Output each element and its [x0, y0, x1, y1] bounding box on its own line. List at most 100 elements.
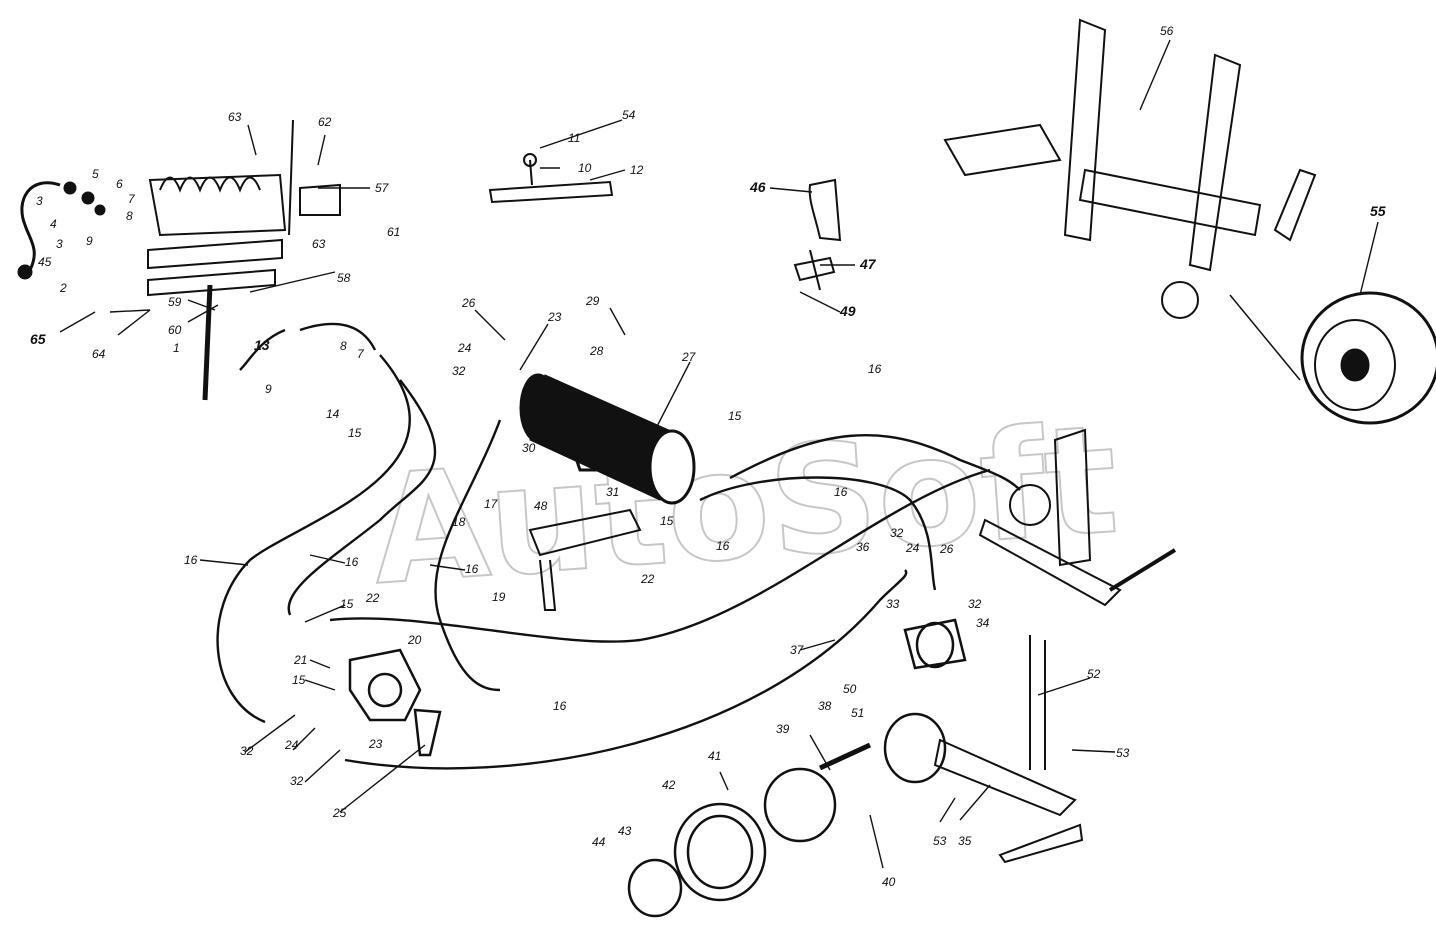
brake-chamber	[903, 618, 967, 670]
label-part-44: 44	[592, 835, 606, 849]
label-part-6: 6	[116, 177, 123, 191]
label-part-61: 61	[387, 225, 400, 239]
label-part-33: 33	[886, 597, 900, 611]
label-part-15: 15	[660, 514, 674, 528]
label-part-13: 13	[254, 337, 270, 353]
label-part-55: 55	[1370, 203, 1386, 219]
label-part-37: 37	[790, 643, 805, 657]
label-part-24: 24	[284, 738, 299, 752]
label-part-3: 3	[56, 237, 63, 251]
label-part-16: 16	[465, 562, 479, 576]
label-part-50: 50	[843, 682, 857, 696]
label-part-16: 16	[834, 485, 848, 499]
label-part-54: 54	[622, 108, 636, 122]
label-part-16: 16	[553, 699, 567, 713]
label-part-35: 35	[958, 834, 972, 848]
label-part-10: 10	[578, 161, 592, 175]
label-part-15: 15	[348, 426, 362, 440]
label-part-16: 16	[184, 553, 198, 567]
label-part-30: 30	[522, 441, 536, 455]
label-part-4: 4	[50, 217, 57, 231]
label-part-40: 40	[882, 875, 896, 889]
label-part-21: 21	[293, 653, 307, 667]
label-part-38: 38	[818, 699, 832, 713]
label-part-43: 43	[618, 824, 632, 838]
label-part-17: 17	[484, 497, 499, 511]
mounting-bracket-assembly	[147, 119, 341, 401]
label-part-28: 28	[589, 344, 604, 358]
brake-valve	[348, 648, 442, 757]
label-part-7: 7	[357, 347, 365, 361]
label-part-32: 32	[968, 597, 982, 611]
label-part-26: 26	[461, 296, 476, 310]
label-part-12: 12	[630, 163, 644, 177]
label-part-53: 53	[933, 834, 947, 848]
label-part-34: 34	[976, 616, 990, 630]
plate-assembly-12	[488, 153, 614, 204]
leader-lines	[59, 39, 1379, 869]
label-part-9: 9	[265, 382, 272, 396]
label-part-32: 32	[452, 364, 466, 378]
label-part-5: 5	[92, 167, 99, 181]
label-part-56: 56	[1160, 24, 1174, 38]
label-part-45: 45	[38, 255, 52, 269]
label-part-32: 32	[290, 774, 304, 788]
label-part-41: 41	[708, 749, 721, 763]
label-part-7: 7	[128, 192, 136, 206]
pedal-assembly	[793, 178, 842, 291]
label-part-2: 2	[59, 281, 67, 295]
front-axle-frame	[978, 428, 1177, 607]
label-part-1: 1	[173, 341, 180, 355]
air-reservoir-tank	[519, 373, 696, 505]
label-part-60: 60	[168, 323, 182, 337]
label-part-47: 47	[859, 256, 877, 272]
label-part-24: 24	[905, 541, 920, 555]
label-part-16: 16	[716, 539, 730, 553]
label-part-9: 9	[86, 234, 93, 248]
label-part-58: 58	[337, 271, 351, 285]
label-part-52: 52	[1087, 667, 1101, 681]
label-part-32: 32	[890, 526, 904, 540]
label-part-62: 62	[318, 115, 332, 129]
tank-bracket	[528, 508, 642, 611]
label-part-42: 42	[662, 778, 676, 792]
label-part-25: 25	[332, 806, 347, 820]
label-part-29: 29	[585, 294, 600, 308]
label-part-16: 16	[868, 362, 882, 376]
label-part-19: 19	[492, 590, 506, 604]
label-part-15: 15	[292, 673, 306, 687]
label-part-8: 8	[340, 339, 347, 353]
trailer-frame	[943, 18, 1317, 319]
label-part-3: 3	[36, 194, 43, 208]
brake-cable-left	[17, 181, 106, 280]
label-part-23: 23	[547, 310, 562, 324]
wheel	[1229, 291, 1436, 425]
label-part-59: 59	[168, 295, 182, 309]
brake-lines	[216, 322, 1021, 770]
label-part-53: 53	[1116, 746, 1130, 760]
label-part-11: 11	[568, 131, 580, 145]
label-part-57: 57	[375, 181, 390, 195]
label-part-63: 63	[228, 110, 242, 124]
label-part-27: 27	[681, 350, 697, 364]
label-part-36: 36	[856, 540, 870, 554]
label-part-24: 24	[457, 341, 472, 355]
label-part-20: 20	[407, 633, 422, 647]
label-part-15: 15	[340, 597, 354, 611]
label-part-31: 31	[606, 485, 619, 499]
label-part-64: 64	[92, 347, 106, 361]
label-part-16: 16	[345, 555, 359, 569]
label-part-14: 14	[326, 407, 340, 421]
label-part-23: 23	[368, 737, 383, 751]
rear-axle-frame	[933, 635, 1084, 864]
label-part-22: 22	[640, 572, 655, 586]
label-part-39: 39	[776, 722, 790, 736]
label-part-49: 49	[839, 303, 856, 319]
label-part-22: 22	[365, 591, 380, 605]
label-part-26: 26	[939, 542, 954, 556]
wheel-brake-assembly	[627, 712, 947, 918]
label-part-15: 15	[728, 409, 742, 423]
label-part-32: 32	[240, 744, 254, 758]
